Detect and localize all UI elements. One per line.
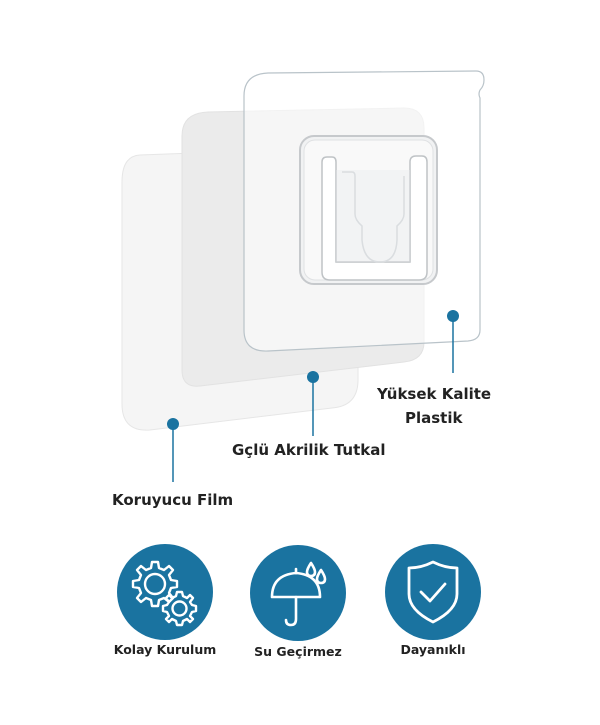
callout-plastic bbox=[447, 310, 459, 373]
label-adhesive: Gçlü Akrilik Tutkal bbox=[232, 441, 386, 459]
callout-film bbox=[167, 418, 179, 482]
label-plastic-line1: Yüksek Kalite bbox=[377, 385, 492, 403]
feature-label-waterproof: Su Geçirmez bbox=[254, 644, 342, 659]
label-film: Koruyucu Film bbox=[112, 491, 234, 509]
feature-label-easy-install: Kolay Kurulum bbox=[113, 642, 217, 657]
hook-icon bbox=[299, 135, 438, 285]
feature-durable bbox=[385, 544, 481, 640]
label-plastic-line2: Plastik bbox=[405, 409, 463, 427]
feature-label-durable: Dayanıklı bbox=[400, 642, 466, 657]
umbrella-rain-icon bbox=[270, 561, 327, 627]
callout-adhesive bbox=[307, 371, 319, 436]
gears-icon bbox=[131, 560, 198, 627]
feature-easy-install bbox=[117, 544, 213, 640]
shield-check-icon bbox=[407, 560, 459, 624]
layer-diagram bbox=[121, 70, 485, 482]
feature-waterproof bbox=[250, 545, 346, 641]
